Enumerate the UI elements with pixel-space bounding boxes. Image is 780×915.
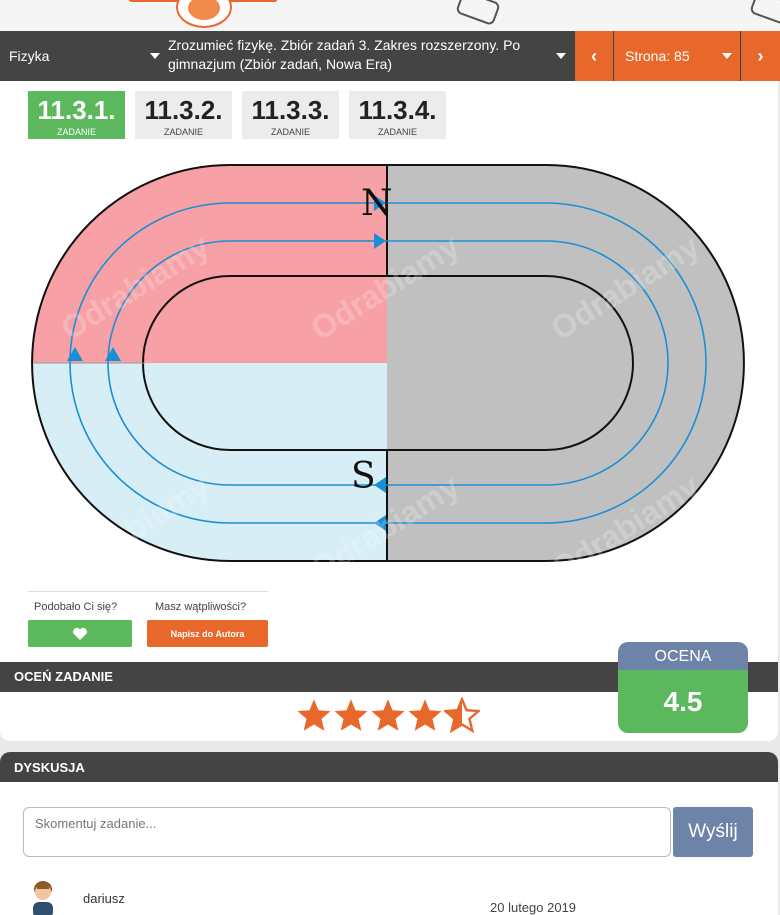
discussion-section: DYSKUSJA Wyślij dariusz 20 lutego 2019	[0, 752, 778, 915]
header-strip	[0, 0, 780, 31]
divider	[28, 591, 268, 592]
field-line-outer	[69, 202, 707, 524]
brain-logo-icon	[176, 0, 232, 28]
liked-question: Podobało Ci się?	[34, 601, 118, 613]
write-to-author-button[interactable]: Napisz do Autora	[147, 620, 268, 647]
user-avatar-icon	[33, 881, 53, 915]
tab-number: 11.3.4.	[358, 95, 437, 125]
score-value: 4.5	[618, 670, 748, 733]
decor-icon	[749, 0, 780, 27]
star-half-icon[interactable]	[444, 697, 480, 733]
star-icon[interactable]	[407, 697, 443, 733]
comment-input[interactable]	[23, 807, 671, 857]
page-label: Strona: 85	[625, 48, 690, 64]
field-arrow-icon	[374, 515, 386, 531]
book-select[interactable]: Zrozumieć fizykę. Zbiór zadań 3. Zakres …	[168, 36, 566, 76]
field-arrow-icon	[374, 195, 386, 211]
send-button[interactable]: Wyślij	[673, 807, 753, 857]
decor-icon	[455, 0, 501, 27]
tab-number: 11.3.2.	[144, 95, 223, 125]
iron-region	[387, 165, 744, 561]
tab-exercise-2[interactable]: 11.3.2. ZADANIE	[135, 91, 232, 139]
tab-number: 11.3.3.	[251, 95, 330, 125]
score-label: OCENA	[618, 642, 748, 670]
exercise-card: 11.3.1. ZADANIE 11.3.2. ZADANIE 11.3.3. …	[0, 81, 778, 741]
star-icon[interactable]	[333, 697, 369, 733]
field-arrow-icon	[374, 233, 386, 249]
comment-date: 20 lutego 2019	[490, 900, 577, 915]
chevron-right-icon: ›	[757, 46, 764, 66]
subject-select[interactable]: Fizyka	[0, 31, 165, 81]
tab-label: ZADANIE	[377, 127, 417, 137]
field-arrow-icon	[374, 477, 386, 493]
tab-exercise-4[interactable]: 11.3.4. ZADANIE	[349, 91, 446, 139]
heart-icon	[73, 627, 87, 640]
prev-page-button[interactable]: ‹	[575, 31, 613, 81]
south-pole-label: S	[351, 456, 376, 497]
next-page-button[interactable]: ›	[741, 31, 780, 81]
discussion-bar: DYSKUSJA	[0, 752, 778, 782]
comment-author: dariusz	[83, 891, 125, 906]
magnet-diagram: N S Odrabiamy Odrabiamy Odrabiamy Odrabi…	[31, 164, 745, 581]
star-icon[interactable]	[296, 697, 332, 733]
star-icon[interactable]	[370, 697, 406, 733]
score-box: OCENA 4.5	[618, 642, 748, 733]
ring-inner-outline	[142, 275, 634, 451]
like-button[interactable]	[28, 620, 132, 647]
caret-down-icon	[722, 53, 732, 59]
tab-label: ZADANIE	[163, 127, 203, 137]
field-arrow-icon	[67, 347, 83, 361]
tab-exercise-1[interactable]: 11.3.1. ZADANIE	[28, 91, 125, 139]
star-rating	[296, 697, 480, 733]
book-title: Zrozumieć fizykę. Zbiór zadań 3. Zakres …	[168, 37, 521, 72]
doubt-question: Masz wątpliwości?	[155, 601, 247, 613]
caret-down-icon	[556, 53, 566, 59]
north-pole-label: N	[361, 183, 393, 224]
tab-label: ZADANIE	[270, 127, 310, 137]
subject-label: Fizyka	[9, 48, 50, 64]
field-arrow-icon	[105, 347, 121, 361]
ring-outline	[31, 164, 745, 562]
page-select[interactable]: Strona: 85	[614, 31, 740, 81]
breadcrumb-nav: Fizyka Zrozumieć fizykę. Zbiór zadań 3. …	[0, 31, 780, 81]
tab-number: 11.3.1.	[37, 95, 116, 125]
tab-exercise-3[interactable]: 11.3.3. ZADANIE	[242, 91, 339, 139]
field-line-inner	[107, 240, 669, 486]
chevron-left-icon: ‹	[591, 46, 597, 66]
caret-down-icon	[150, 53, 160, 59]
tab-label: ZADANIE	[56, 127, 96, 137]
